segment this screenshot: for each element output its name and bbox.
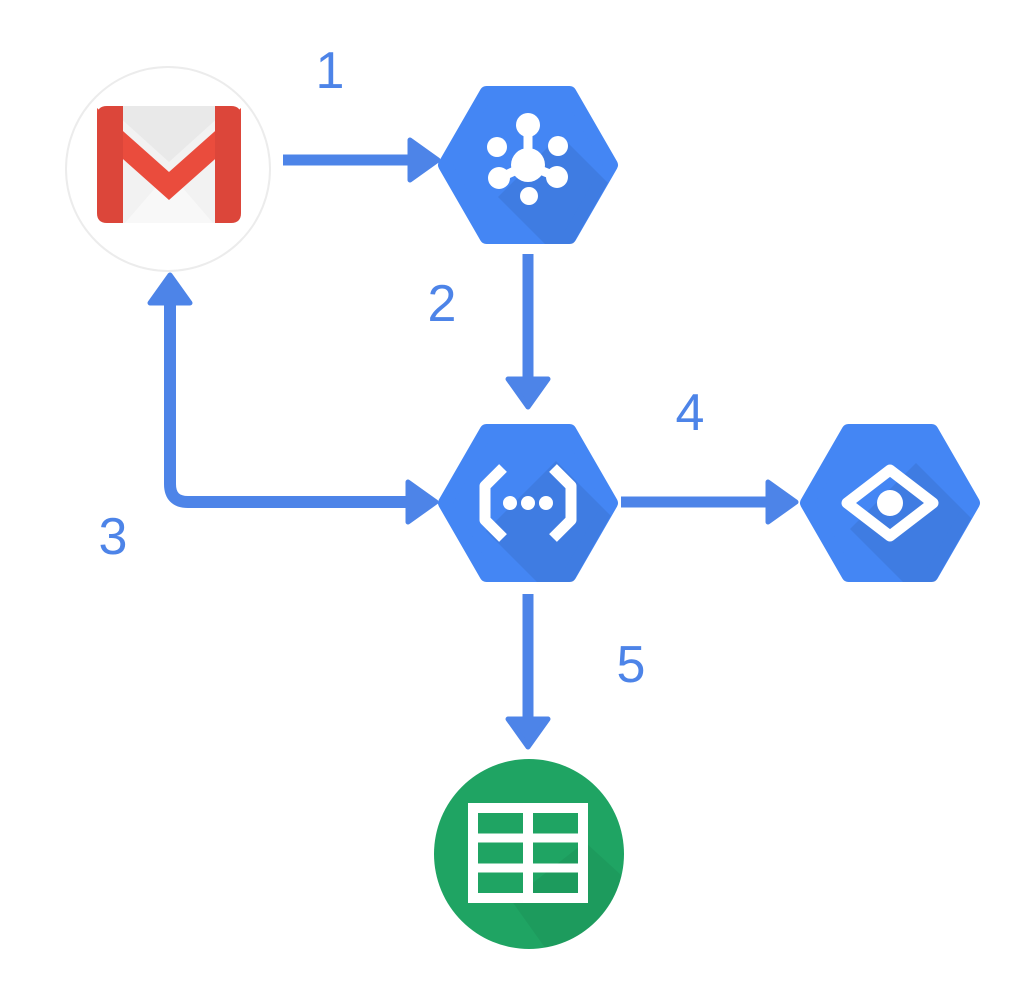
flow-arrows: 1 2 3 4 5 [99, 42, 799, 750]
gmail-node [65, 66, 271, 272]
arrow-3-head-right [405, 479, 439, 525]
pubsub-long-shadow [498, 135, 618, 244]
pubsub-hub-icon [487, 113, 568, 205]
arrow-step-5 [505, 594, 551, 750]
envelope-chevron-m [97, 108, 241, 200]
functions-long-shadow [486, 461, 618, 582]
vision-node [800, 424, 980, 582]
sheets-node [434, 759, 624, 949]
envelope-right-bar [215, 106, 241, 223]
step-label-3: 3 [99, 508, 128, 566]
pubsub-node [438, 86, 618, 244]
arrow-step-1 [283, 137, 441, 183]
vision-eye-icon [841, 464, 939, 542]
arrow-3-head-up [147, 272, 193, 306]
functions-node [438, 424, 618, 582]
arrow-1-head [407, 137, 441, 183]
envelope-back [107, 106, 231, 162]
arrow-5-head [505, 716, 551, 750]
arrow-step-2 [505, 254, 551, 410]
step-label-4: 4 [676, 384, 705, 442]
step-label-1: 1 [316, 42, 345, 100]
envelope-left-bar [97, 106, 123, 223]
code-brackets-icon [479, 464, 577, 542]
arrow-2-head [505, 376, 551, 410]
arrow-step-4 [621, 479, 799, 525]
step-label-2: 2 [428, 275, 457, 333]
arrow-4-head [765, 479, 799, 525]
spreadsheet-grid-icon [468, 803, 588, 903]
step-label-5: 5 [617, 636, 646, 694]
gmail-envelope-icon [97, 106, 241, 223]
envelope-body [97, 106, 241, 223]
arrow-step-3 [147, 272, 439, 525]
